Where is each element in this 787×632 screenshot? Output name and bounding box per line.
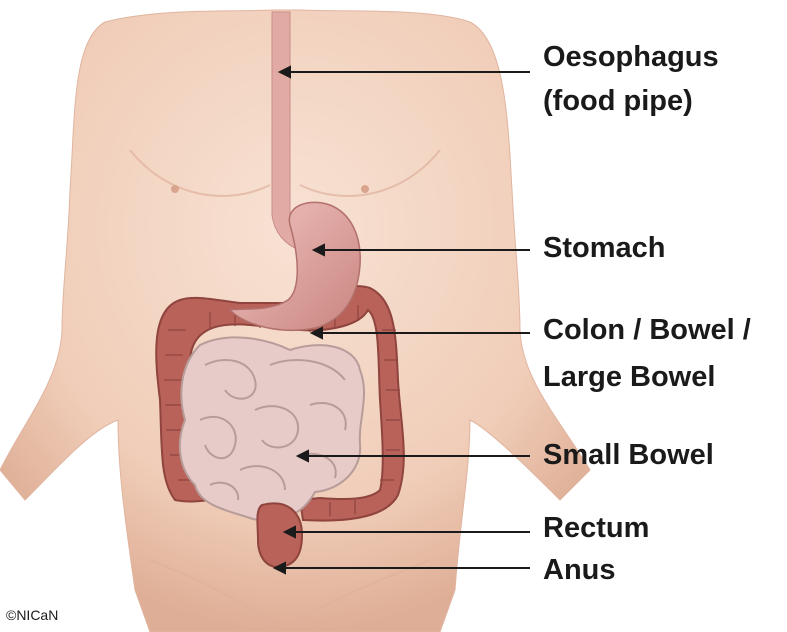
anus-label: Anus [543, 553, 616, 587]
copyright-notice: ©NICaN [6, 606, 58, 624]
oesophagus-sublabel: (food pipe) [543, 84, 693, 118]
rectum-label: Rectum [543, 511, 649, 545]
nipple [171, 185, 179, 193]
small-bowel-label: Small Bowel [543, 438, 714, 472]
colon-label: Colon / Bowel / [543, 313, 751, 347]
stomach-label: Stomach [543, 231, 665, 265]
nipple [361, 185, 369, 193]
oesophagus-label: Oesophagus [543, 40, 719, 74]
colon-sublabel: Large Bowel [543, 360, 715, 394]
